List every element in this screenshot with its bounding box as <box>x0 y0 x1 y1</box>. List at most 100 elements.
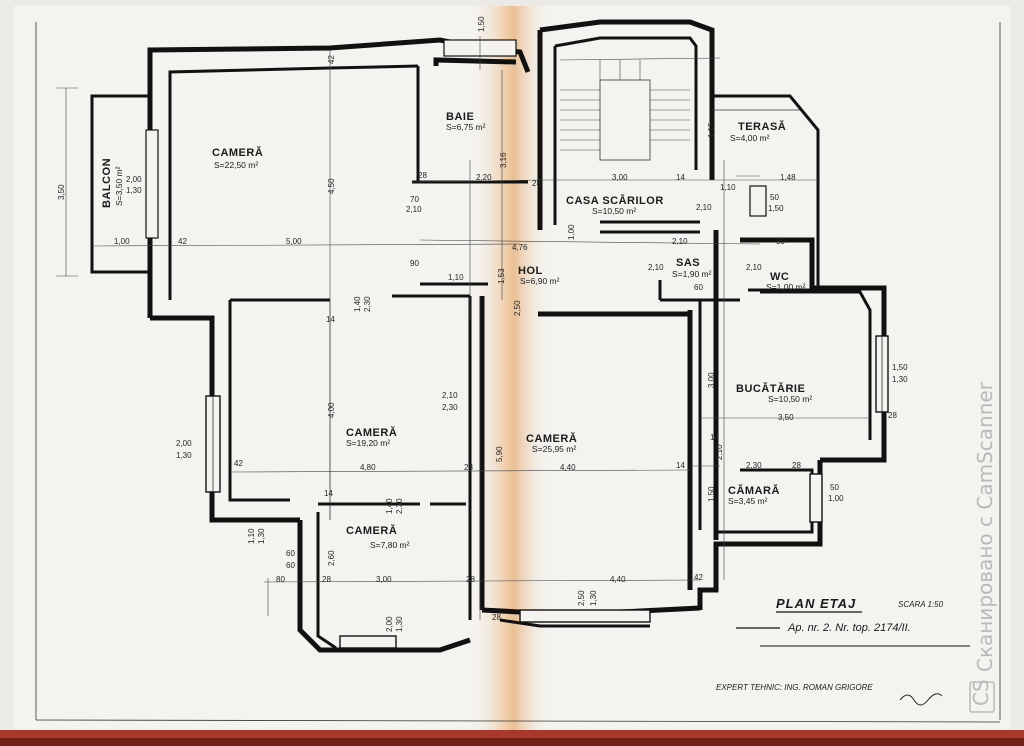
signature-mark <box>899 693 943 706</box>
baie-area: S=6,75 m² <box>446 122 486 132</box>
dim-label: 3,50 <box>778 413 794 422</box>
svg-text:S=3,50 m²: S=3,50 m² <box>114 166 124 206</box>
bucatarie-name: BUCĂTĂRIE <box>736 382 805 395</box>
plan-reference: Ap. nr. 2. Nr. top. 2174/II. <box>787 622 911 634</box>
dim-label: 1,00 <box>114 237 130 246</box>
dim-label: 28 <box>888 411 897 420</box>
dim-label: 50 <box>770 193 779 202</box>
watermark-badge-text: CS <box>969 679 993 706</box>
dim-label: 2,50 <box>513 300 522 316</box>
dim-label: 1,10 <box>448 273 464 282</box>
scanner-watermark: CS Сканировано с CamScanner <box>969 381 997 713</box>
dim-label: 28 <box>466 575 475 584</box>
dim-label: 2,10 <box>715 444 724 460</box>
camera-4-name: CAMERĂ <box>346 524 397 537</box>
wc-area: S=1,00 m² <box>766 282 806 292</box>
dim-label: 60 <box>286 561 295 570</box>
dim-label: 4,80 <box>360 463 376 472</box>
watermark-text: Сканировано с CamScanner <box>973 381 997 672</box>
dim-label: 3,00 <box>707 372 716 388</box>
dim-label: 60 <box>694 283 703 292</box>
camera-2-area: S=19,20 m² <box>346 438 390 448</box>
dim-label: 2,30 <box>746 461 762 470</box>
dim-label: 2,10 <box>746 263 762 272</box>
dim-label: 2,30 <box>363 296 372 312</box>
dim-label: 1,50 <box>768 204 784 213</box>
dim-label: 28 <box>464 463 473 472</box>
hol-area: S=6,90 m² <box>520 276 560 286</box>
dim-label: 1,50 <box>892 363 908 372</box>
dim-label: 5,00 <box>286 237 302 246</box>
dim-label: 2,10 <box>696 203 712 212</box>
dimension-labels: 3,50 5,00 1,00 42 2,00 1,30 4,50 42 28 2… <box>57 16 908 632</box>
expert-line: EXPERT TEHNIC: ING. ROMAN GRIGORE <box>716 683 873 692</box>
plan-title: PLAN ETAJ <box>776 596 856 611</box>
dim-label: 2,10 <box>672 237 688 246</box>
sas-name: SAS <box>676 257 700 269</box>
dim-label: 2,60 <box>327 550 336 566</box>
wc-name: WC <box>770 271 789 283</box>
dim-label: 4,00 <box>327 402 336 418</box>
terasa-area: S=4,00 m² <box>730 133 770 143</box>
dim-label: 2,00 <box>176 439 192 448</box>
dim-label: 2,10 <box>406 205 422 214</box>
dim-label: 4,40 <box>560 463 576 472</box>
dim-label: 14 <box>710 433 719 442</box>
dim-label: 1,10 <box>720 183 736 192</box>
baie-name: BAIE <box>446 111 474 123</box>
dim-label: 14 <box>326 315 335 324</box>
dim-label: 60 <box>286 549 295 558</box>
dim-label: 2,00 <box>385 616 394 632</box>
dim-label: 1,00 <box>828 494 844 503</box>
dim-label: 3,50 <box>57 184 66 200</box>
dim-label: 1,50 <box>477 16 486 32</box>
terasa-name: TERASĂ <box>738 120 786 133</box>
watermark-badge-icon <box>969 681 995 713</box>
dim-label: 3,16 <box>499 152 508 168</box>
dim-label: 2,30 <box>442 403 458 412</box>
balcon-label: BALCON S=3,50 m² <box>101 158 124 208</box>
plan-scale: SCARA 1:50 <box>898 600 944 609</box>
dim-label: 42 <box>234 459 243 468</box>
dim-label: 2,10 <box>442 391 458 400</box>
dim-label: 2,00 <box>126 175 142 184</box>
dim-label: 1,30 <box>892 375 908 384</box>
camera-3-area: S=25,95 m² <box>532 444 576 454</box>
dim-label: 42 <box>327 55 336 64</box>
dim-label: 28 <box>322 575 331 584</box>
bucatarie-area: S=10,50 m² <box>768 394 812 404</box>
dim-label: 1,40 <box>353 296 362 312</box>
dim-label: 5,90 <box>495 446 504 462</box>
dim-label: 42 <box>178 237 187 246</box>
dim-label: 1,30 <box>395 616 404 632</box>
dim-label: 42 <box>694 573 703 582</box>
dim-label: 70 <box>410 195 419 204</box>
dim-label: 28 <box>492 613 501 622</box>
dim-label: 2,10 <box>648 263 664 272</box>
dim-label: 1,00 <box>567 224 576 240</box>
walls <box>90 19 889 653</box>
camara-area: S=3,45 m² <box>728 496 768 506</box>
dim-label: 50 <box>830 483 839 492</box>
sas-area: S=1,90 m² <box>672 269 712 279</box>
dim-label: 28 <box>418 171 427 180</box>
room-labels: BALCON S=3,50 m² CAMERĂ S=22,50 m² BAIE … <box>101 111 812 550</box>
dim-label: 2,50 <box>577 590 586 606</box>
camera-3-name: CAMERĂ <box>526 432 577 445</box>
dim-label: 1,30 <box>257 528 266 544</box>
dim-label: 14 <box>324 489 333 498</box>
dim-label: 1,15 <box>707 122 716 138</box>
dimension-lines <box>56 36 870 620</box>
title-block: PLAN ETAJ SCARA 1:50 Ap. nr. 2. Nr. top.… <box>716 596 970 706</box>
dim-label: 1,53 <box>497 268 506 284</box>
camera-1-name: CAMERĂ <box>212 146 263 159</box>
dim-label: 14 <box>676 173 685 182</box>
dim-label: 3,00 <box>612 173 628 182</box>
dim-label: 1,48 <box>780 173 796 182</box>
dim-label: 1,10 <box>247 528 256 544</box>
dim-label: 4,50 <box>327 178 336 194</box>
dim-label: 2,20 <box>476 173 492 182</box>
frame-bottom <box>35 719 1001 723</box>
dim-label: 3,00 <box>376 575 392 584</box>
